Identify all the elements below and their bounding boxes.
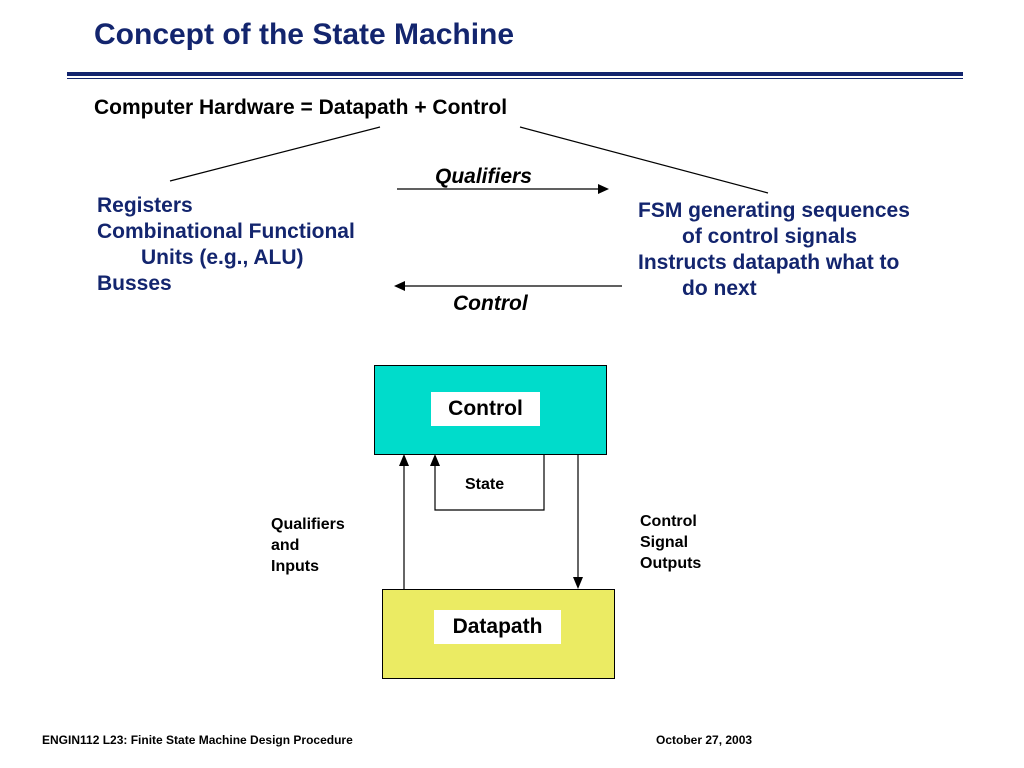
split-line-left [169, 126, 381, 182]
list-item: Registers [97, 194, 193, 217]
slide-subtitle: Computer Hardware = Datapath + Control [94, 96, 508, 119]
label-line: Outputs [640, 555, 702, 572]
state-loop [434, 454, 545, 511]
label-line: Control [640, 513, 697, 530]
list-item-continuation: Units (e.g., ALU) [141, 246, 304, 269]
label-line: Qualifiers [271, 516, 345, 533]
footer-course-label: ENGIN112 L23: Finite State Machine Desig… [42, 733, 353, 747]
list-item: FSM generating sequences [638, 199, 910, 222]
control-block-label: Control [431, 392, 540, 426]
datapath-block-label: Datapath [434, 610, 561, 644]
qualifiers-inputs-label: Qualifiers and Inputs [271, 514, 345, 577]
qualifiers-flow-label: Qualifiers [435, 165, 532, 188]
title-rule-thin [67, 78, 963, 79]
control-signal-outputs-label: Control Signal Outputs [640, 511, 701, 574]
list-item: Combinational Functional [97, 220, 355, 243]
label-line: Inputs [271, 558, 319, 575]
list-item-continuation: of control signals [682, 225, 858, 248]
split-line-right [519, 126, 769, 194]
control-components-list: FSM generating sequences of control sign… [638, 198, 910, 302]
control-flow-label: Control [453, 292, 528, 315]
list-item: Instructs datapath what to [638, 251, 900, 274]
datapath-components-list: Registers Combinational Functional Units… [97, 193, 355, 297]
label-line: and [271, 537, 300, 554]
list-item-continuation: do next [682, 277, 757, 300]
label-line: Signal [640, 534, 689, 551]
state-label: State [465, 476, 505, 493]
slide-title: Concept of the State Machine [94, 18, 515, 51]
list-item: Busses [97, 272, 172, 295]
footer-date: October 27, 2003 [656, 733, 753, 747]
title-rule-thick [67, 72, 963, 76]
